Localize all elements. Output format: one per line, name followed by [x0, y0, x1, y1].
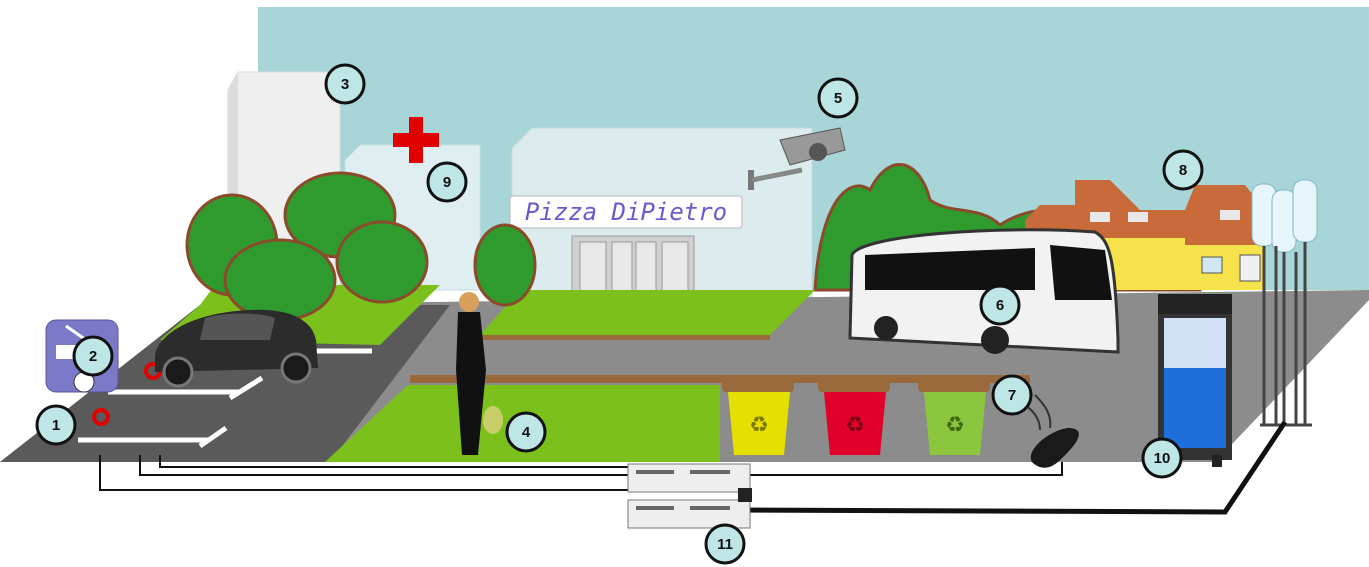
svg-text:5: 5	[834, 90, 842, 107]
svg-text:7: 7	[1008, 387, 1016, 404]
shop-sign-text: Pizza DiPietro	[525, 198, 727, 226]
svg-text:2: 2	[89, 348, 97, 365]
svg-text:9: 9	[443, 174, 451, 191]
bin-green: ♻	[918, 380, 990, 455]
recycle-icon: ♻	[845, 413, 865, 438]
bin-yellow: ♻	[722, 380, 794, 455]
callout-1: 1	[35, 404, 77, 446]
callout-8: 8	[1162, 149, 1204, 191]
callout-7: 7	[991, 374, 1033, 416]
medical-cross-icon	[393, 117, 439, 163]
shop-lawn	[480, 290, 815, 335]
callout-6: 6	[979, 284, 1021, 326]
callout-2: 2	[72, 335, 114, 377]
svg-text:8: 8	[1179, 162, 1187, 179]
parking-sensor-1	[92, 408, 110, 426]
car-icon	[155, 309, 318, 388]
kiosk-icon	[1158, 294, 1232, 467]
main-lawn-border	[410, 375, 1030, 383]
parking-lot	[0, 305, 450, 462]
woman-with-phone-icon	[456, 292, 503, 455]
network-cables	[99, 420, 1288, 515]
antenna-tubes-icon	[1251, 179, 1318, 427]
bin-red: ♻	[818, 380, 890, 455]
svg-text:3: 3	[341, 76, 349, 93]
svg-text:10: 10	[1154, 450, 1171, 467]
callout-4: 4	[505, 411, 547, 453]
callout-5: 5	[817, 77, 859, 119]
houses	[1025, 180, 1265, 290]
svg-text:4: 4	[522, 424, 531, 441]
svg-text:11: 11	[717, 536, 733, 553]
parking-lines	[78, 348, 372, 449]
recycle-icon: ♻	[945, 413, 965, 438]
bus-icon	[848, 228, 1120, 354]
cctv-camera-icon	[748, 127, 846, 190]
shop-sign-board	[509, 195, 743, 229]
trees	[185, 171, 537, 322]
callout-3: 3	[324, 63, 366, 105]
callout-10: 10	[1141, 437, 1183, 479]
recycle-icon: ♻	[749, 413, 769, 438]
svg-text:1: 1	[52, 417, 60, 434]
network-switch-icon	[627, 463, 752, 529]
callout-9: 9	[426, 161, 468, 203]
callout-11: 11	[704, 523, 746, 565]
shop-lawn-border	[480, 335, 770, 340]
svg-text:6: 6	[996, 297, 1004, 314]
